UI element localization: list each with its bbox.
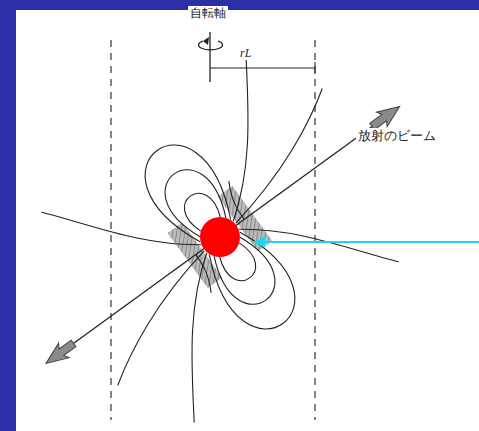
neutron-star [200,217,240,257]
rotation-arrowhead [203,37,209,45]
rotation-axis [209,32,210,82]
light-cylinder [314,40,315,420]
dimension-line [210,68,315,69]
label-text: rL [238,46,253,60]
light-cylinder [110,40,111,420]
label-text: 放射のビーム [356,128,438,144]
pointer-arrow [262,241,479,243]
label-text: 自転軸 [188,6,228,20]
dimension-tick [315,62,316,74]
rotation-arrow [199,41,223,50]
pointer-arrowhead [253,236,265,248]
